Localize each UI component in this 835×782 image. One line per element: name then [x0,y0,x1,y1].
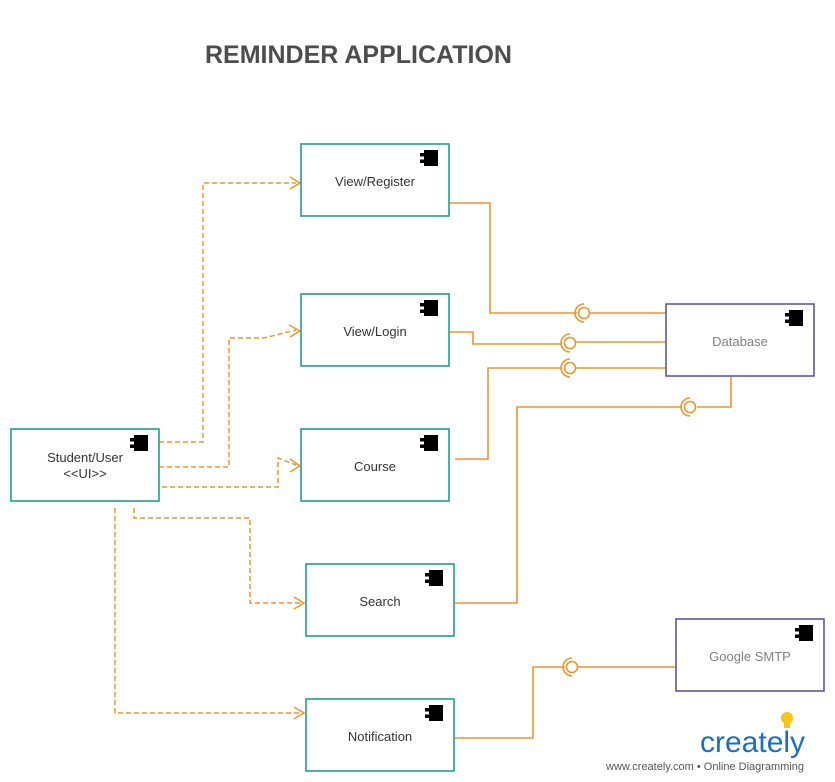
ball-socket-db-2 [560,333,577,353]
creately-logo: creately www.creately.com • Online Diagr… [605,712,805,773]
wire-view-login-database[interactable] [449,331,562,345]
creately-wordmark: creately [700,726,805,759]
component-google-smtp[interactable]: Google SMTP [675,618,825,692]
wire-search-database[interactable] [455,406,682,604]
arrowhead-course [289,458,302,473]
wire-view-register-database[interactable] [449,202,577,314]
ball-socket-db-1 [574,303,591,323]
database-label: Database [712,334,768,349]
interface-line-db-4 [697,377,732,408]
dependency-student-search[interactable] [133,508,300,604]
component-database[interactable]: Database [665,303,815,377]
arrowhead-view-login [288,324,302,338]
google-smtp-label: Google SMTP [709,649,791,664]
component-course[interactable]: Course [300,428,450,502]
course-label: Course [354,459,396,474]
student-user-stereotype: <<UI>> [63,466,106,481]
arrowhead-search [293,596,306,610]
dependency-student-view-register[interactable] [159,182,296,443]
component-view-register[interactable]: View/Register [300,143,450,217]
lightbulb-icon [781,712,793,728]
view-register-label: View/Register [335,174,416,189]
notification-label: Notification [348,729,412,744]
ball-socket-db-3 [560,358,577,378]
diagram-title: REMINDER APPLICATION [205,41,512,69]
component-student-user[interactable]: Student/User <<UI>> [10,428,160,502]
view-login-label: View/Login [343,324,406,339]
component-notification[interactable]: Notification [305,698,455,772]
component-view-login[interactable]: View/Login [300,293,450,367]
ball-socket-smtp [562,657,579,677]
wire-notification-smtp[interactable] [455,666,565,739]
creately-tagline: www.creately.com • Online Diagramming [605,761,804,773]
ball-socket-db-4 [680,397,697,417]
student-user-name: Student/User [47,450,124,465]
arrowhead-notification [293,706,306,720]
arrowhead-view-register [289,176,302,190]
component-search[interactable]: Search [305,563,455,637]
search-label: Search [359,594,400,609]
wire-course-database[interactable] [455,367,562,460]
dependency-student-course[interactable] [162,456,297,488]
dependency-student-notification[interactable] [114,508,300,714]
dependency-student-view-login[interactable] [159,329,297,468]
